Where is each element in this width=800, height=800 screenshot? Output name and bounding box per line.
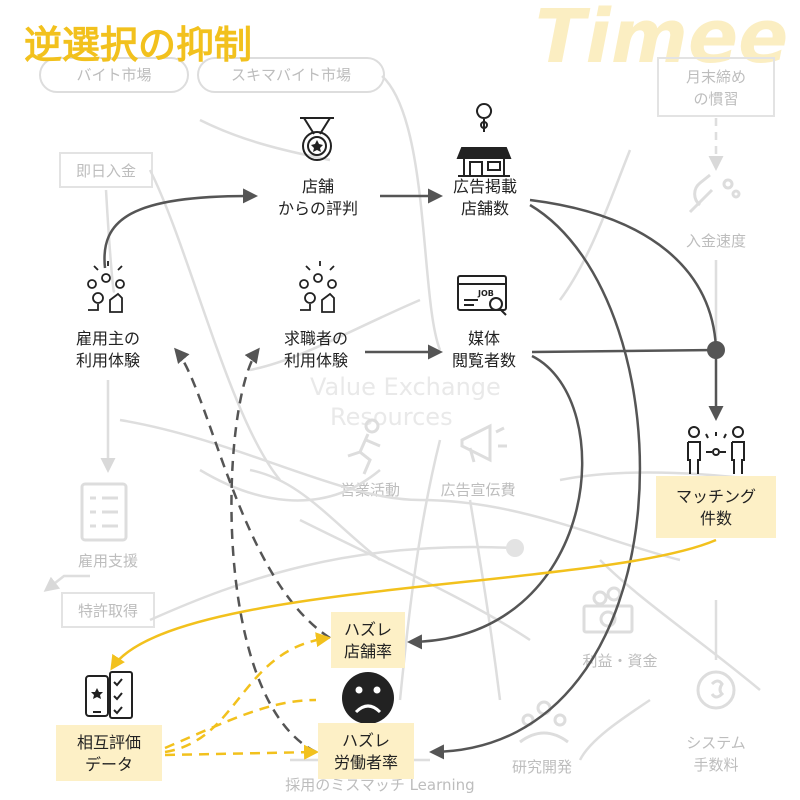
system-fee-line2: 手数料: [693, 756, 738, 774]
main-connectors: [103, 188, 724, 760]
rnd-label: 研究開発: [512, 758, 572, 776]
bad-worker-box: [318, 723, 414, 779]
pill-baito-market-label: バイト市場: [76, 66, 151, 84]
bad-store-line2: 店舗率: [344, 642, 392, 661]
store-reviews-line2: からの評判: [278, 199, 358, 218]
matching-line2: 件数: [700, 509, 732, 528]
running-man-icon: [347, 418, 381, 475]
bad-store-box: [331, 612, 405, 668]
employment-support-label: 雇用支援: [78, 552, 138, 570]
brand-logo: Timee: [535, 0, 788, 80]
ghost-connectors: [43, 75, 761, 762]
ghost-junction: [506, 539, 524, 557]
arrow-media-to-bad-store: [407, 354, 584, 650]
media-viewers-line2: 閲覧者数: [452, 351, 516, 370]
month-end-line1: 月末締め: [686, 68, 746, 86]
mutual-review-box: [56, 725, 162, 781]
employer-exp-line2: 利用体験: [76, 351, 140, 370]
ad-stores-line2: 店舗数: [461, 199, 509, 218]
seeker-exp-line1: 求職者の: [284, 329, 348, 348]
junction-node: [707, 341, 725, 359]
money-stack-icon: [582, 586, 634, 634]
megaphone-icon: [460, 423, 507, 463]
patent-box: [61, 592, 155, 628]
employer-exp-line1: 雇用主の: [76, 329, 140, 348]
storefront-icon: [456, 103, 512, 177]
review-checklist-icon: [85, 671, 133, 719]
medal-icon: [300, 117, 334, 161]
bad-worker-line1: ハズレ: [342, 731, 390, 750]
seeker-exp-line2: 利用体験: [284, 351, 348, 370]
payment-speed-label: 入金速度: [686, 232, 746, 250]
background-layer: Timee バイト市場 スキマバイト市場 月末締め の慣習 即日入金 入金速度 …: [39, 0, 788, 794]
dash-mutual-to-bad-worker-upper: [164, 698, 317, 750]
magnet-icon: [688, 173, 741, 214]
system-fee-icon: [696, 670, 736, 710]
dash-mutual-to-bad-worker: [164, 744, 319, 760]
bad-store-line1: ハズレ: [344, 620, 392, 639]
bad-worker-line2: 労働者率: [334, 753, 398, 772]
dash-mutual-to-bad-store: [164, 632, 331, 754]
team-icon: [519, 700, 569, 744]
instant-pay-label: 即日入金: [76, 162, 136, 180]
media-viewers-line1: 媒体: [468, 329, 500, 348]
satisfaction-icon: [299, 261, 337, 313]
ad-spend-label: 広告宣伝費: [440, 481, 515, 499]
instant-pay-box: [59, 152, 153, 188]
arrow-ad-stores-to-junction: [529, 198, 718, 349]
store-reviews-line1: 店舗: [302, 177, 334, 196]
pill-sukima-market-label: スキマバイト市場: [231, 66, 351, 84]
matching-line1: マッチング: [676, 487, 756, 506]
dash-bad-worker-to-seeker: [230, 347, 317, 754]
dashed-connectors: [174, 347, 331, 754]
matching-box: [656, 476, 776, 538]
patent-label: 特許取得: [78, 602, 138, 620]
job-board-icon: JOB: [457, 275, 507, 316]
arrow-employer-to-store-reviews: [103, 188, 258, 269]
bottom-faint-label: 採用のミスマッチ Learning: [285, 776, 474, 794]
month-end-line2: の慣習: [693, 90, 738, 108]
sad-face-icon: [342, 672, 394, 724]
month-end-box: [657, 57, 775, 117]
svg-text:JOB: JOB: [477, 289, 494, 298]
satisfaction-icon: [87, 261, 125, 313]
system-fee-line1: システム: [686, 734, 746, 752]
mutual-review-line2: データ: [85, 755, 133, 774]
pill-baito-market: [39, 57, 189, 93]
arrow-matching-to-mutual-review: [110, 538, 717, 671]
watermark-resources: Resources: [330, 403, 453, 431]
yellow-connectors: [110, 538, 717, 671]
pill-sukima-market: [197, 57, 385, 93]
dash-bad-store-to-employer: [174, 347, 331, 640]
arrow-ad-stores-to-bad-worker: [429, 203, 642, 760]
mutual-review-line1: 相互評価: [77, 733, 141, 752]
profit-label: 利益・資金: [582, 652, 657, 670]
page-title: 逆選択の抑制: [24, 23, 252, 67]
watermark-value-exchange: Value Exchange: [310, 373, 501, 401]
ad-stores-line1: 広告掲載: [453, 177, 517, 196]
matching-people-icon: [687, 426, 745, 474]
clipboard-hand-icon: [80, 482, 128, 542]
yellow-dashed-connectors: [164, 632, 331, 760]
